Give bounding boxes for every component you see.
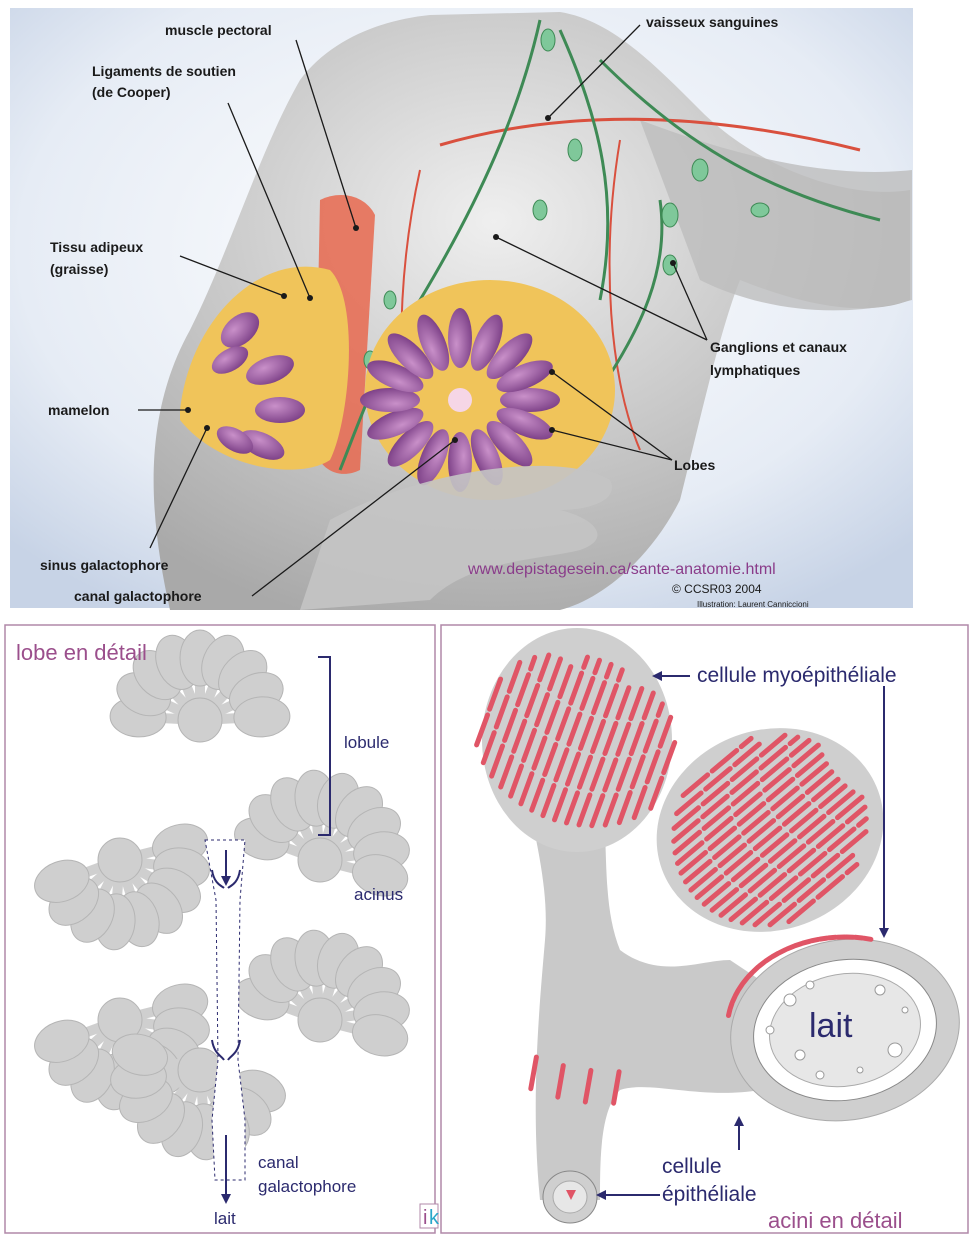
label-mamelon: mamelon <box>48 402 109 418</box>
source-url: www.depistagesein.ca/sante-anatomie.html <box>467 561 776 578</box>
acini-panel-title: acini en détail <box>768 1208 903 1233</box>
logo-letter-k: k <box>429 1207 440 1229</box>
label-lait-duct: lait <box>214 1209 236 1228</box>
label-ganglions-2: lymphatiques <box>710 362 800 378</box>
label-tissu-2: (graisse) <box>50 261 108 277</box>
label-acinus: acinus <box>354 885 403 904</box>
illustration-credit: Illustration: Laurent Canniccioni <box>697 600 809 609</box>
label-ligaments-1: Ligaments de soutien <box>92 63 236 79</box>
label-lobule: lobule <box>344 733 389 752</box>
label-canal-2: galactophore <box>258 1177 356 1196</box>
label-ligaments-2: (de Cooper) <box>92 84 171 100</box>
lobe-detail-panel: lobe en détail lobule acinus canal galac… <box>5 625 440 1233</box>
label-myoepithelial-cell: cellule myoépithéliale <box>697 664 897 687</box>
label-canal-1: canal <box>258 1153 299 1172</box>
acinus-sac-top <box>482 628 672 852</box>
label-epithelial-1: cellule <box>662 1155 722 1178</box>
acini-detail-panel: cellule myoépithéliale lait cellule épit… <box>441 625 971 1233</box>
label-sinus: sinus galactophore <box>40 557 169 573</box>
label-tissu-1: Tissu adipeux <box>50 239 143 255</box>
label-lait-lumen: lait <box>809 1007 853 1045</box>
label-muscle-pectoral: muscle pectoral <box>165 22 272 38</box>
label-ganglions-1: Ganglions et canaux <box>710 339 847 355</box>
logo-letter-i: i <box>423 1207 427 1229</box>
label-canal: canal galactophore <box>74 588 202 604</box>
breast-anatomy-illustration: muscle pectoral Ligaments de soutien (de… <box>10 8 913 610</box>
copyright: © CCSR03 2004 <box>672 582 762 596</box>
label-vaisseaux: vaisseux sanguines <box>646 14 779 30</box>
lobe-panel-title: lobe en détail <box>16 640 147 665</box>
label-epithelial-2: épithéliale <box>662 1183 757 1206</box>
label-lobes: Lobes <box>674 457 715 473</box>
